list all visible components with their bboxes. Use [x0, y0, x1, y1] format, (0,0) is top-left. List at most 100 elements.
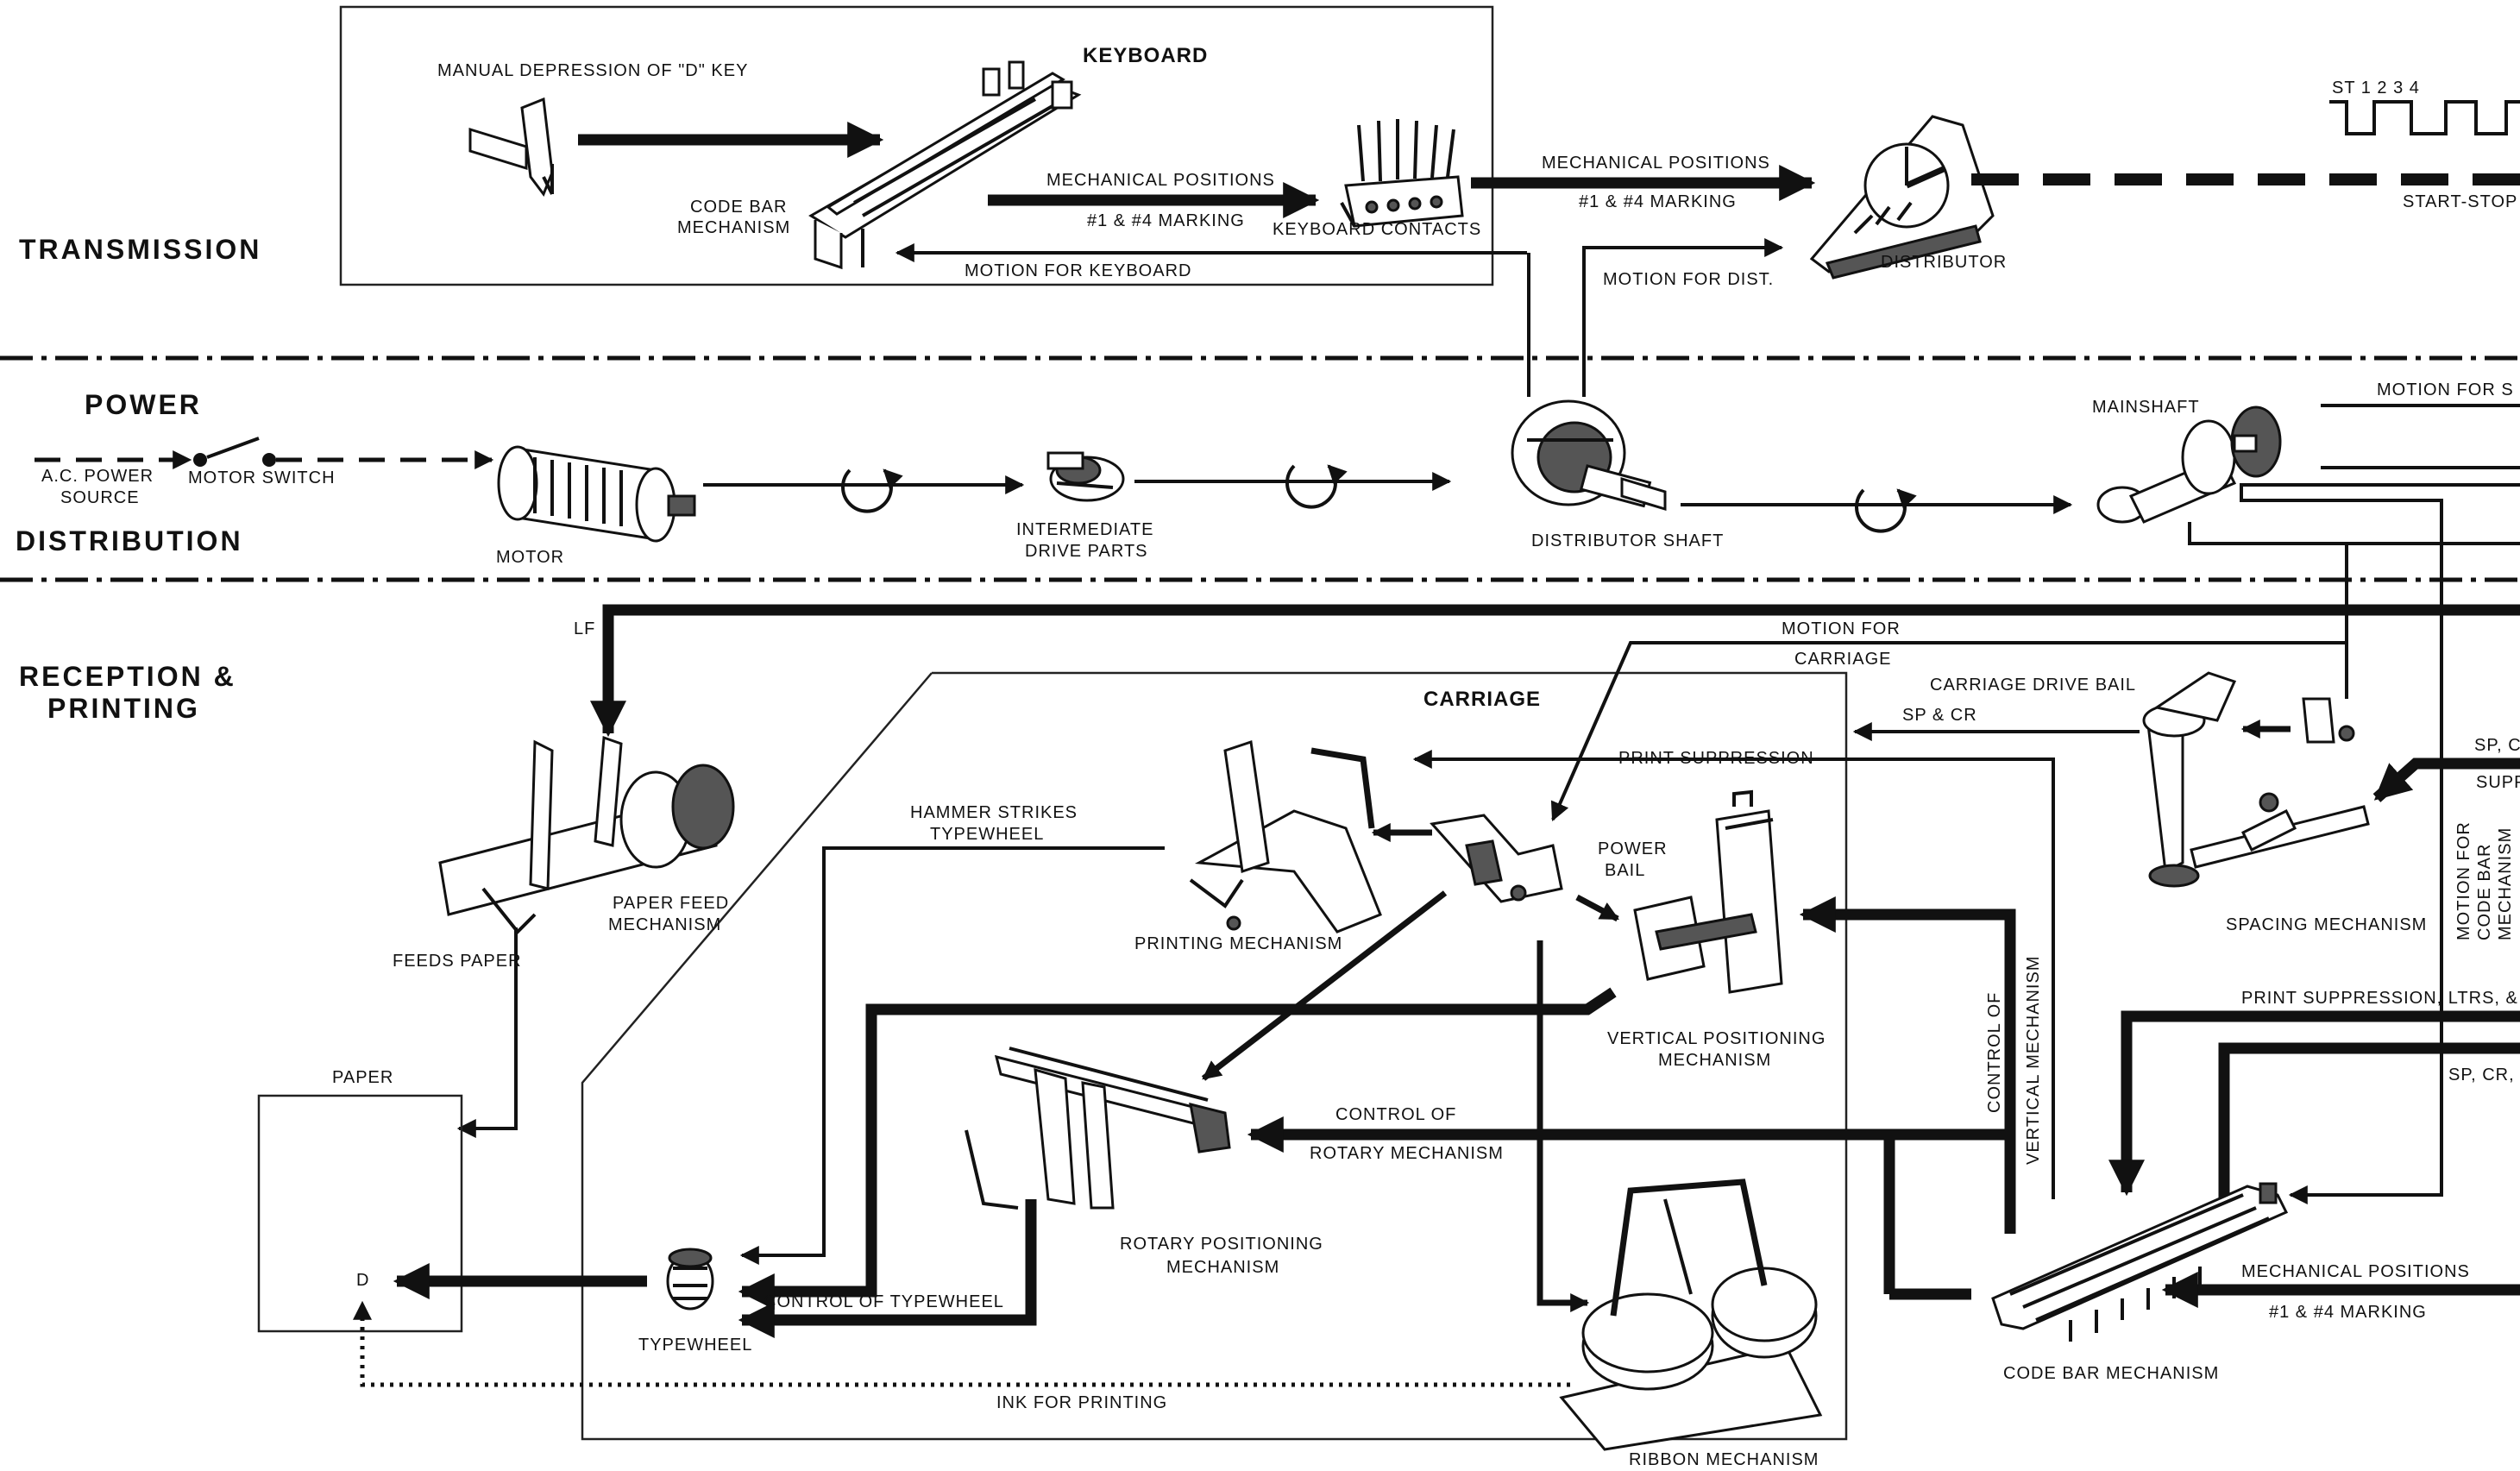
paper-feed-icon: [438, 735, 735, 934]
arrow-motion-code-bar: [2240, 483, 2443, 1204]
motion-carriage-1: MOTION FOR: [1782, 619, 1901, 638]
manual-depression-label: MANUAL DEPRESSION OF "D" KEY: [437, 61, 748, 80]
motion-code-bar-1: MOTION FOR: [2454, 821, 2473, 940]
motor-switch-label: MOTOR SWITCH: [188, 468, 336, 487]
rotation-icon-2: [1285, 464, 1348, 509]
hammer-strikes-2: TYPEWHEEL: [930, 825, 1044, 844]
section-transmission: TRANSMISSION: [19, 234, 261, 265]
sp-cr-2-label: SP, CR,: [2448, 1066, 2515, 1084]
vertical-positioning-icon: [1633, 789, 1783, 994]
control-typewheel-label: CONTROL OF TYPEWHEEL: [764, 1292, 1004, 1311]
d-key-icon: [468, 97, 554, 198]
mech-pos-1: MECHANICAL POSITIONS: [1046, 171, 1275, 190]
control-rotary-2: ROTARY MECHANISM: [1310, 1144, 1504, 1163]
start-stop-waveform: [2329, 100, 2520, 135]
distributor-shaft-icon: [1511, 399, 1667, 512]
section-reception-1: RECEPTION &: [19, 661, 236, 692]
feeds-paper-label: FEEDS PAPER: [393, 952, 522, 971]
carriage-drive-bail-label: CARRIAGE DRIVE BAIL: [1930, 676, 2136, 695]
ac-power-label-1: A.C. POWER: [41, 467, 154, 486]
rotation-icon-1: [841, 468, 903, 513]
arrow-hammer-strikes: [739, 846, 1165, 1265]
kb-codebar-label-1: CODE BAR: [690, 198, 787, 217]
motion-for-dist-label: MOTION FOR DIST.: [1603, 270, 1774, 289]
motor-icon: [497, 445, 696, 543]
mainshaft-out-line-3: [2188, 522, 2520, 545]
arrow-sp-c-to-spacing: [2372, 758, 2520, 802]
sp-c-label: SP, C: [2474, 736, 2520, 755]
carriage-label: CARRIAGE: [1423, 688, 1541, 711]
paper-feed-label-1: PAPER FEED: [613, 894, 729, 913]
keyboard-contacts-icon: [1340, 119, 1464, 228]
arrow-bail-to-vertical: [1575, 894, 1619, 922]
arrow-feeds-paper: [456, 927, 518, 1138]
motion-for-keyboard-label: MOTION FOR KEYBOARD: [965, 261, 1191, 280]
distributor-label: DISTRIBUTOR: [1881, 253, 2007, 272]
spacing-mechanism-icon: [2190, 792, 2370, 869]
arrow-print-suppression-ltrs: [2108, 1010, 2520, 1197]
carriage-drive-bail-icon: [2142, 671, 2355, 888]
arrow-ink-for-printing: [353, 1300, 1570, 1387]
rotary-positioning-2: MECHANISM: [1166, 1258, 1279, 1277]
paper-box: [257, 1094, 463, 1333]
print-suppression-ltrs-label: PRINT SUPPRESSION, LTRS, &: [2241, 989, 2518, 1008]
intermediate-label-2: DRIVE PARTS: [1025, 542, 1148, 561]
paper-d-char: D: [356, 1271, 369, 1290]
arrow-print-suppression: [1412, 750, 2055, 1199]
typewheel-label: TYPEWHEEL: [638, 1336, 752, 1355]
section-reception-2: PRINTING: [47, 693, 200, 724]
arrow-rotary-to-typewheel: [738, 1199, 1037, 1338]
arrow-vertical-to-typewheel: [738, 987, 1617, 1310]
arrow-motion-for-dist: [1582, 238, 1784, 397]
arrow-bail-to-rotary: [1201, 890, 1448, 1081]
rotary-positioning-icon: [965, 1047, 1231, 1210]
arrow-bail-to-ribbon: [1537, 940, 1590, 1312]
keyboard-title: KEYBOARD: [1083, 44, 1208, 67]
marking-1: #1 & #4 MARKING: [1087, 211, 1245, 230]
ac-power-label-2: SOURCE: [60, 488, 140, 507]
control-vertical-2: VERTICAL MECHANISM: [2024, 956, 2043, 1165]
motion-for-s-label: MOTION FOR S: [2377, 380, 2514, 399]
sp-cr-label: SP & CR: [1902, 706, 1977, 725]
motion-code-bar-2: CODE BAR: [2475, 844, 2494, 940]
code-bar-mechanism-bottom-label: CODE BAR MECHANISM: [2003, 1364, 2219, 1383]
motion-code-bar-3: MECHANISM: [2496, 827, 2515, 940]
power-bail-icon: [1430, 814, 1563, 903]
distributor-shaft-label: DISTRIBUTOR SHAFT: [1531, 531, 1724, 550]
control-rotary-1: CONTROL OF: [1335, 1105, 1456, 1124]
distributor-icon: [1809, 115, 1995, 280]
lf-label: LF: [574, 619, 595, 638]
mech-pos-3: MECHANICAL POSITIONS: [2241, 1262, 2470, 1281]
ribbon-mechanism-icon: [1559, 1179, 1823, 1451]
printing-mechanism-icon: [1189, 740, 1382, 934]
spacing-mechanism-label: SPACING MECHANISM: [2226, 915, 2427, 934]
paper-feed-label-2: MECHANISM: [608, 915, 721, 934]
motor-label: MOTOR: [496, 548, 564, 567]
rotation-icon-3: [1855, 488, 1917, 533]
power-bail-1: POWER: [1598, 839, 1668, 858]
mainshaft-label: MAINSHAFT: [2092, 398, 2200, 417]
arrow-lf-to-paper-feed: [590, 604, 2520, 738]
ribbon-mechanism-label: RIBBON MECHANISM: [1629, 1450, 1819, 1469]
mech-pos-2: MECHANICAL POSITIONS: [1542, 154, 1770, 173]
line-sp-cr: [2218, 1042, 2520, 1204]
section-power: POWER: [85, 389, 202, 420]
control-vertical-1: CONTROL OF: [1985, 992, 2004, 1113]
paper-label: PAPER: [332, 1068, 393, 1087]
hammer-strikes-1: HAMMER STRIKES: [910, 803, 1078, 822]
power-bail-2: BAIL: [1605, 861, 1645, 880]
typewheel-icon: [666, 1248, 714, 1311]
intermediate-drive-icon: [1046, 451, 1125, 502]
carriage-boundary: [581, 671, 1848, 1441]
section-distribution: DISTRIBUTION: [16, 525, 243, 556]
code-bar-mechanism-icon: [1991, 1182, 2289, 1342]
print-suppression-label: PRINT SUPPRESSION: [1618, 749, 1814, 768]
switch-contact-1: [193, 453, 207, 467]
mainshaft-icon: [2096, 405, 2282, 524]
rotary-positioning-1: ROTARY POSITIONING: [1120, 1235, 1323, 1254]
supp-label: SUPP: [2476, 773, 2520, 792]
arrow-control-vertical: [1799, 896, 2016, 1234]
printing-mechanism-label: PRINTING MECHANISM: [1134, 934, 1342, 953]
marking-2: #1 & #4 MARKING: [1579, 192, 1737, 211]
